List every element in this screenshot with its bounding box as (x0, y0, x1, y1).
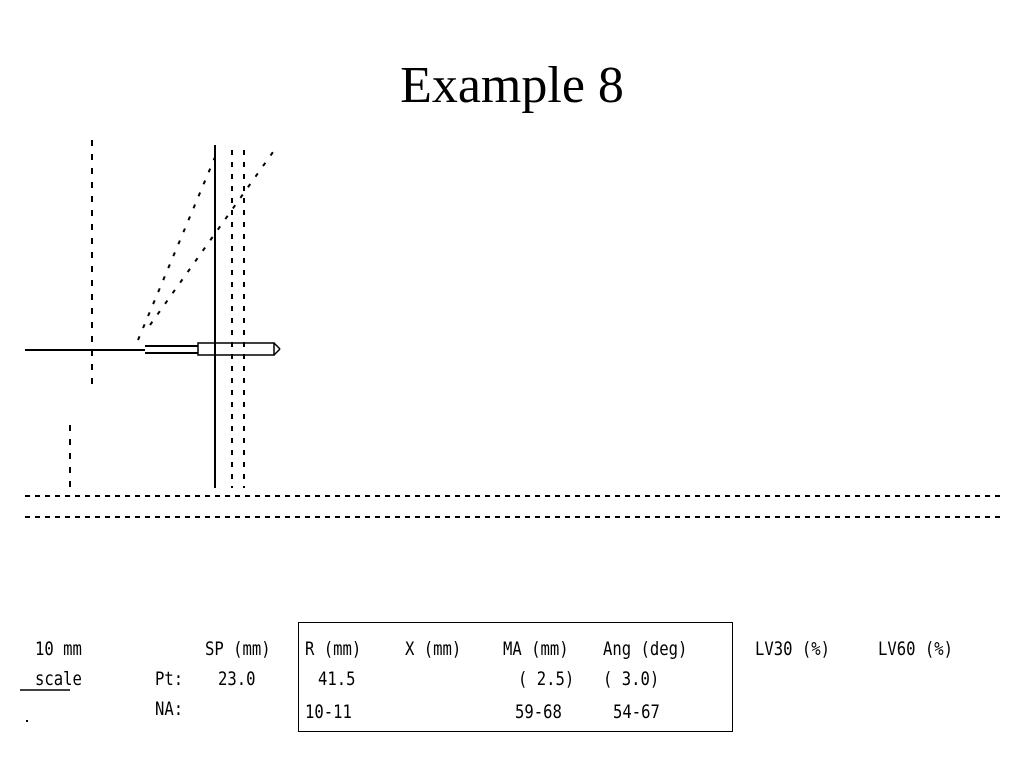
pt-ma-value: ( 2.5) (518, 668, 575, 690)
pt-ang-value: ( 3.0) (603, 668, 660, 690)
diagonal-dashed-1 (137, 149, 219, 341)
col-header-x: X (mm) (405, 638, 462, 660)
na-ang-value: 54-67 (613, 701, 660, 723)
results-box (298, 622, 733, 732)
slide-title: Example 8 (400, 57, 624, 114)
col-header-ma: MA (mm) (503, 638, 569, 660)
arm-end-bar (197, 342, 275, 356)
pt-r-value: 41.5 (318, 668, 356, 690)
col-header-lv60: LV60 (%) (878, 638, 954, 660)
diagonal-dashed-2 (149, 144, 279, 326)
col-header-sp: SP (mm) (205, 638, 271, 660)
scale-dot (26, 720, 28, 722)
row-label-pt: Pt: (155, 668, 184, 690)
scale-label-bottom: scale (35, 668, 82, 690)
col-header-r: R (mm) (305, 638, 362, 660)
na-r-value: 10-11 (305, 701, 352, 723)
col-header-ang: Ang (deg) (603, 638, 688, 660)
pt-sp-value: 23.0 (218, 668, 256, 690)
na-ma-value: 59-68 (515, 701, 562, 723)
scale-label-top: 10 mm (35, 638, 82, 660)
row-label-na: NA: (155, 698, 184, 720)
col-header-lv30: LV30 (%) (755, 638, 831, 660)
